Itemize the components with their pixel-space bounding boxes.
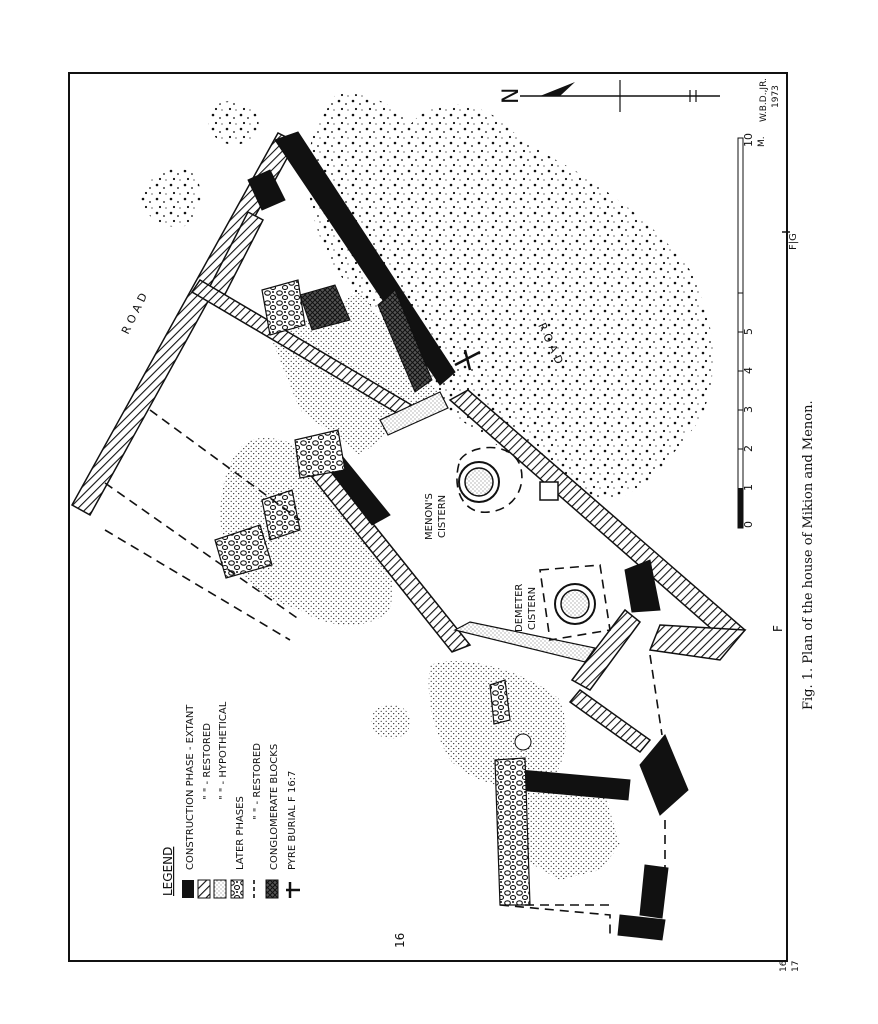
hypothetical-walls xyxy=(379,391,597,663)
scale-tick-10: 10 xyxy=(742,133,755,147)
restored-walls xyxy=(70,132,747,754)
grid-corner-16: 16 xyxy=(779,960,789,972)
menons-cistern-label-2: CISTERN xyxy=(437,495,448,538)
legend-item-extant: CONSTRUCTION PHASE - EXTANT xyxy=(185,704,196,870)
scale-tick-5: 5 xyxy=(742,328,755,335)
legend-item-restored: " " - RESTORED xyxy=(202,723,213,800)
scale-tick-4: 4 xyxy=(742,367,755,374)
small-circle xyxy=(514,733,532,751)
conglomerate-blocks xyxy=(299,284,433,393)
legend-title: LEGEND xyxy=(161,847,175,896)
road-label-north: ROAD xyxy=(119,287,152,336)
demeter-cistern-label-1: DEMETER xyxy=(514,584,525,632)
north-arrow-icon xyxy=(540,82,575,96)
plan-frame xyxy=(68,72,788,962)
rubble-walls xyxy=(214,279,531,906)
scale-tick-3: 3 xyxy=(742,406,755,413)
north-arrow: N xyxy=(499,80,720,112)
demeter-cistern xyxy=(554,583,596,625)
demeter-cistern-label-2: CISTERN xyxy=(527,587,538,630)
menons-cistern-label-1: MENON'S xyxy=(424,493,435,540)
legend-swatch-extant xyxy=(182,880,194,898)
dashed-outlines xyxy=(104,409,666,935)
author-label: W.B.D.,JR. xyxy=(759,78,769,122)
legend-swatch-hypothetical xyxy=(213,879,227,899)
cross-icon xyxy=(286,882,300,898)
scale-bar: 0 1 2 3 4 5 10 M. xyxy=(737,133,767,529)
legend-swatch-restored xyxy=(197,879,211,899)
legend-item-pyre: PYRE BURIAL F 16:7 xyxy=(287,771,298,870)
scale-unit: M. xyxy=(757,136,767,147)
grid-label-f: F xyxy=(771,625,785,632)
legend-swatch-conglomerate xyxy=(265,879,279,899)
legend-item-conglomerate: CONGLOMERATE BLOCKS xyxy=(269,744,280,870)
scale-tick-1: 1 xyxy=(742,484,755,491)
grid-corner-17: 17 xyxy=(791,961,801,972)
road-gravel-areas xyxy=(140,93,714,500)
scale-tick-0: 0 xyxy=(742,521,755,528)
square-feature xyxy=(539,481,559,501)
pyre-burial-marker xyxy=(454,349,481,371)
legend-item-later-restored: " " - RESTORED xyxy=(252,743,263,820)
figure-caption: Fig. 1. Plan of the house of Mikion and … xyxy=(801,400,816,710)
author-year: 1973 xyxy=(771,85,781,108)
north-label: N xyxy=(499,88,524,104)
menons-cistern xyxy=(458,461,500,503)
legend-swatch-later xyxy=(230,879,244,899)
legend-item-later: LATER PHASES xyxy=(235,796,246,870)
legend: LEGEND CONSTRUCTION PHASE - EXTANT " " -… xyxy=(161,701,300,899)
grid-label-16: 16 xyxy=(393,933,407,948)
legend-item-hypothetical: " " - HYPOTHETICAL xyxy=(218,701,229,800)
grid-label-fg: F|G xyxy=(788,233,799,250)
scale-tick-2: 2 xyxy=(742,445,755,452)
